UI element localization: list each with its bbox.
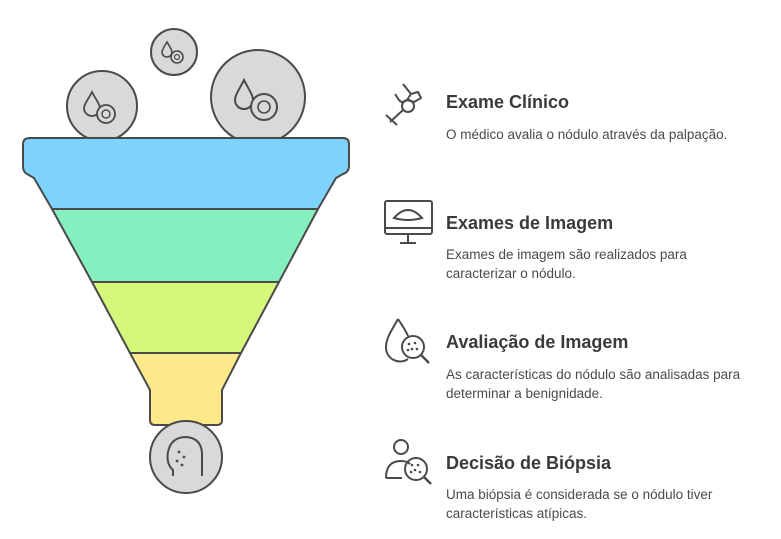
- output-circle: [149, 420, 223, 494]
- nodule-drop-icon: [161, 40, 173, 58]
- input-circle-top: [150, 28, 198, 76]
- nodule-drop-icon: [83, 89, 101, 117]
- patient-head-icon: [166, 436, 203, 476]
- input-circle-left: [66, 70, 138, 142]
- step-description: O médico avalia o nódulo através da palp…: [446, 127, 728, 142]
- step-title: Exame Clínico: [446, 92, 570, 112]
- funnel-spout: [129, 352, 242, 426]
- funnel-rim: [22, 137, 350, 210]
- step-title: Decisão de Biópsia: [446, 453, 612, 473]
- input-circle-right: [210, 49, 306, 145]
- step-description: As características do nódulo são analisa…: [446, 367, 741, 401]
- funnel-section-2: [51, 208, 319, 283]
- funnel-section-3: [91, 281, 280, 354]
- step-description: Uma biópsia é considerada se o nódulo ti…: [446, 487, 713, 521]
- nodule-drop-icon: [233, 77, 255, 110]
- nodule-magnifier-icon: [384, 318, 430, 364]
- patient-magnifier-icon: [385, 439, 432, 485]
- step-title: Exames de Imagem: [446, 213, 614, 233]
- step-description: Exames de imagem são realizados para car…: [446, 247, 687, 281]
- step-title: Avaliação de Imagem: [446, 332, 629, 352]
- ultrasound-monitor-icon: [384, 200, 433, 244]
- palpation-hand-icon: [385, 83, 422, 126]
